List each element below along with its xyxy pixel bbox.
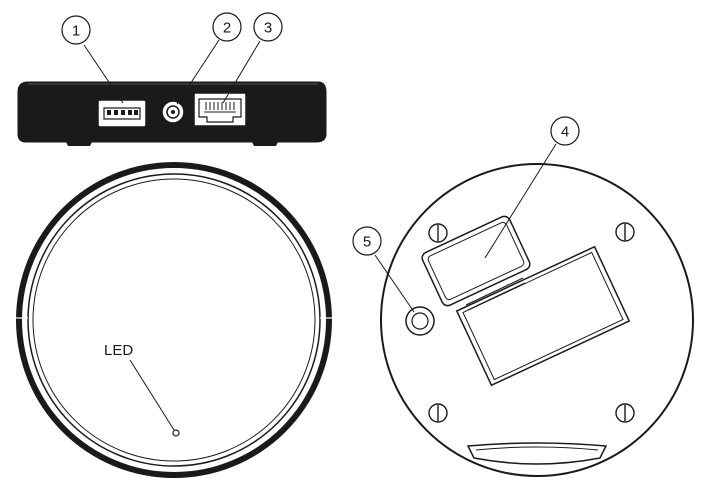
callout-4-leader bbox=[484, 143, 557, 259]
top-view: LED bbox=[16, 162, 332, 478]
callout-2: 2 bbox=[176, 12, 242, 105]
callout-2-number: 2 bbox=[223, 20, 231, 37]
led-label: LED bbox=[104, 342, 133, 359]
side-view-foot-right bbox=[252, 142, 278, 146]
screw-top-left bbox=[428, 223, 448, 243]
callout-1-circle bbox=[61, 15, 91, 45]
callout-3-circle bbox=[253, 12, 283, 42]
callout-2-circle bbox=[212, 12, 242, 42]
callout-5: 5 bbox=[352, 226, 415, 313]
sd-card-slot bbox=[421, 215, 531, 311]
top-view-face bbox=[32, 178, 316, 462]
bottom-view bbox=[380, 163, 694, 477]
callout-5-circle bbox=[352, 226, 382, 256]
ethernet-port bbox=[193, 92, 247, 127]
callout-3: 3 bbox=[222, 12, 283, 104]
callout-4: 4 bbox=[484, 116, 580, 259]
top-view-inner-line bbox=[27, 173, 321, 467]
label-plate bbox=[455, 245, 631, 387]
screw-top-right bbox=[615, 222, 635, 242]
callout-3-leader bbox=[222, 40, 261, 104]
callout-4-circle bbox=[550, 116, 580, 146]
side-view-foot-left bbox=[66, 142, 92, 146]
callout-1-number: 1 bbox=[72, 23, 80, 40]
screw-bottom-left bbox=[428, 403, 448, 423]
callout-5-leader bbox=[374, 254, 415, 313]
reset-button bbox=[405, 306, 435, 336]
led-indicator bbox=[172, 429, 180, 437]
usb-port bbox=[97, 99, 147, 128]
bottom-vent bbox=[466, 442, 608, 465]
side-view bbox=[17, 81, 327, 146]
led-leader bbox=[129, 359, 175, 431]
callout-1-leader bbox=[83, 44, 124, 104]
screw-bottom-right bbox=[615, 403, 635, 423]
callout-3-number: 3 bbox=[264, 20, 272, 37]
callout-5-number: 5 bbox=[363, 234, 371, 251]
power-jack bbox=[161, 100, 185, 124]
callout-2-leader bbox=[176, 39, 220, 105]
callout-1: 1 bbox=[61, 15, 124, 104]
callout-4-number: 4 bbox=[561, 124, 569, 141]
